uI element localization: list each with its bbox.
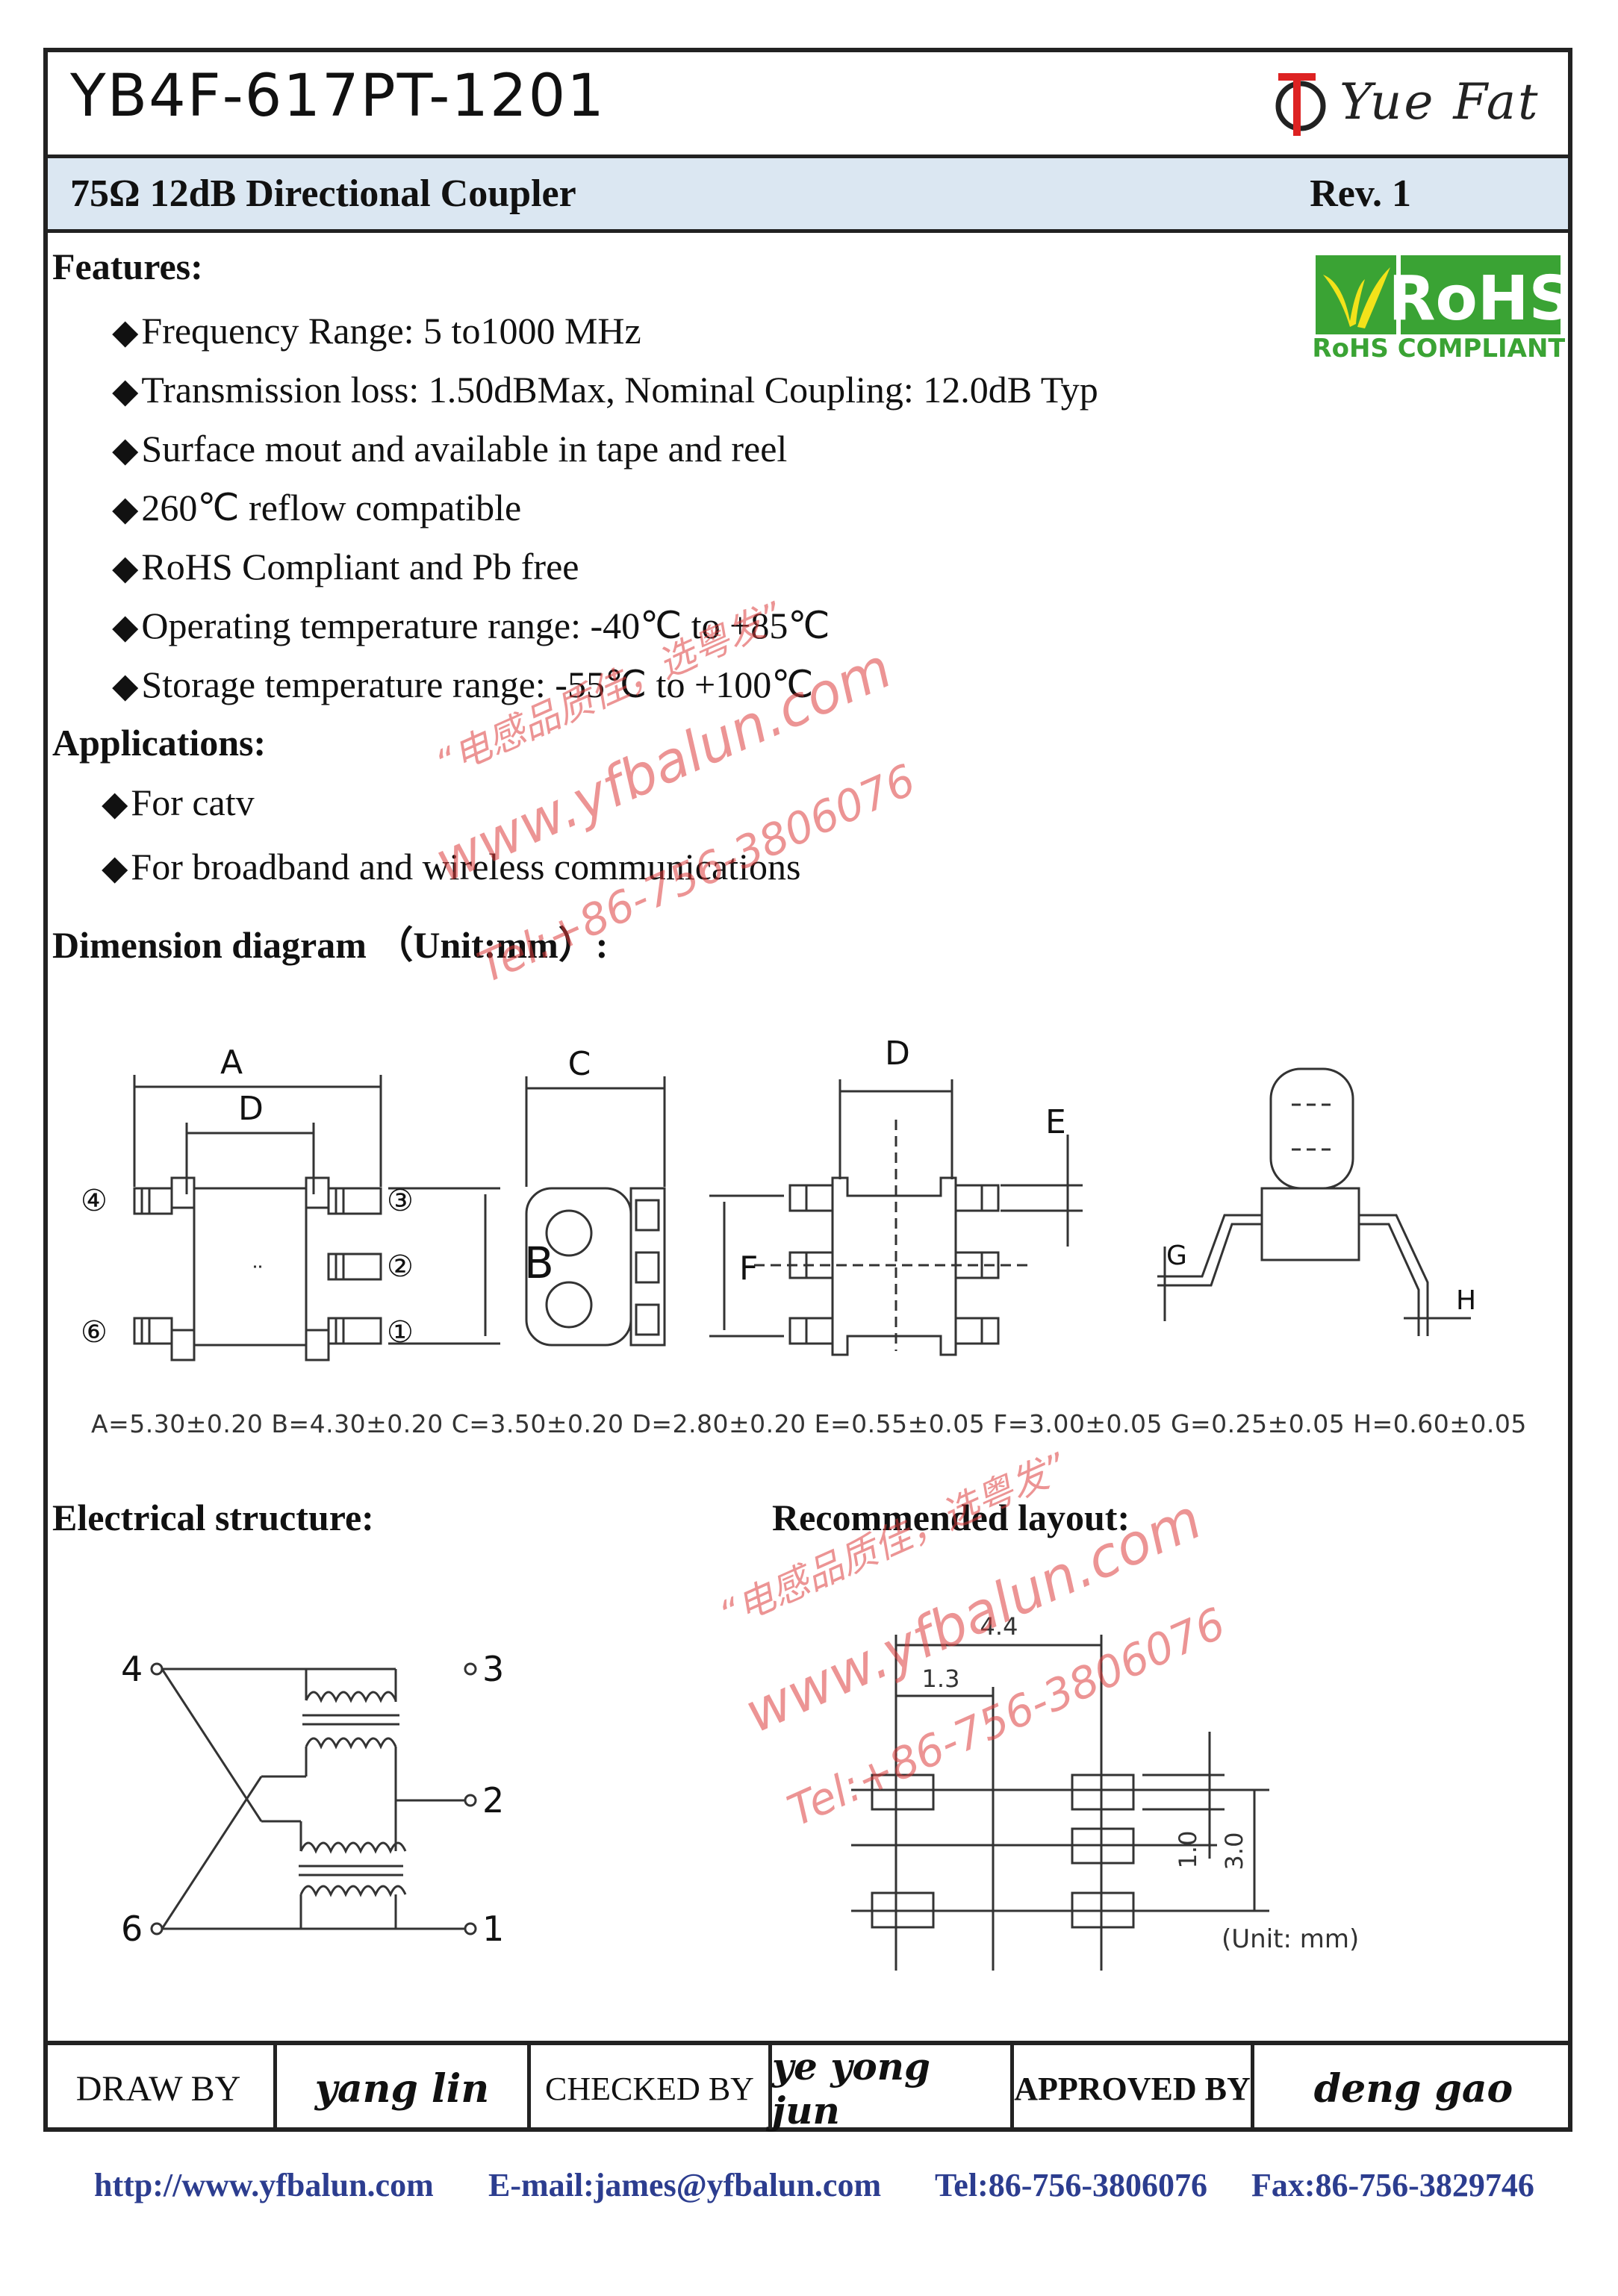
electrical-heading: Electrical structure: bbox=[52, 1497, 374, 1538]
telephone: Tel:86-756-3806076 bbox=[935, 2167, 1208, 2203]
schematic-pin-6: 6 bbox=[121, 1909, 143, 1949]
approved-by-label: APPROVED BY bbox=[1014, 2070, 1251, 2107]
revision: Rev. 1 bbox=[1310, 172, 1411, 215]
dim-label-f: F bbox=[739, 1250, 758, 1288]
dim-label-a: A bbox=[220, 1044, 243, 1082]
subtitle-bar: 75Ω 12dB Directional Coupler Rev. 1 bbox=[48, 158, 1568, 233]
layout-dim-3-0: 3.0 bbox=[1220, 1832, 1248, 1871]
checked-by-label-cell: CHECKED BY bbox=[531, 2045, 772, 2132]
dim-label-h: H bbox=[1456, 1285, 1476, 1316]
pin-label-2: ② bbox=[387, 1250, 414, 1284]
schematic-pin-4: 4 bbox=[121, 1649, 143, 1689]
draw-by-name: yang lin bbox=[314, 2065, 490, 2112]
dimension-diagram: A D B C D E F G H ④ ⑥ ③ ② ① bbox=[81, 1035, 1476, 1361]
approved-by-name: deng gao bbox=[1313, 2065, 1513, 2112]
electrical-schematic: 4 6 3 2 1 bbox=[121, 1649, 504, 1949]
title-block: YB4F-617PT-1201 Yue Fat bbox=[43, 48, 1572, 158]
schematic-pin-2: 2 bbox=[482, 1780, 504, 1821]
signoff-table: DRAW BY yang lin CHECKED BY ye yong jun … bbox=[43, 2041, 1572, 2133]
fax: Fax:86-756-3829746 bbox=[1251, 2167, 1534, 2203]
pcb-layout-diagram: 4.4 1.3 1.0 3.0 bbox=[851, 1612, 1269, 1971]
layout-unit-label: (Unit: mm) bbox=[1222, 1924, 1360, 1954]
yf-logo-icon bbox=[1275, 73, 1326, 136]
feature-item: ◆Storage temperature range: -55℃ to +100… bbox=[112, 664, 814, 705]
features-heading: Features: bbox=[52, 246, 203, 287]
pin-label-6: ⑥ bbox=[81, 1315, 108, 1350]
checked-by-name: ye yong jun bbox=[772, 2044, 930, 2133]
rohs-badge: RoHS RoHS COMPLIANT bbox=[1312, 252, 1573, 364]
dim-label-c: C bbox=[568, 1045, 591, 1083]
dim-label-d2: D bbox=[885, 1035, 910, 1073]
applications-heading: Applications: bbox=[52, 722, 267, 764]
part-number: YB4F-617PT-1201 bbox=[70, 63, 606, 130]
layout-heading: Recommended layout: bbox=[772, 1497, 1130, 1538]
dim-label-g: G bbox=[1166, 1241, 1187, 1271]
checked-by-label: CHECKED BY bbox=[545, 2070, 754, 2107]
page-frame bbox=[43, 48, 1572, 2132]
rohs-leaf-icon: RoHS RoHS COMPLIANT bbox=[1312, 255, 1573, 364]
dimension-values: A=5.30±0.20 B=4.30±0.20 C=3.50±0.20 D=2.… bbox=[91, 1409, 1527, 1438]
draw-by-label-cell: DRAW BY bbox=[43, 2045, 277, 2132]
pin-label-4: ④ bbox=[81, 1184, 108, 1218]
schematic-pin-3: 3 bbox=[482, 1649, 504, 1689]
application-item: ◆For broadband and wireless communicatio… bbox=[102, 846, 801, 887]
website-link[interactable]: http://www.yfbalun.com bbox=[94, 2167, 434, 2203]
feature-item: ◆RoHS Compliant and Pb free bbox=[112, 546, 579, 587]
brand-name: Yue Fat bbox=[1339, 73, 1540, 131]
layout-dim-1-0: 1.0 bbox=[1174, 1831, 1202, 1869]
rohs-mark: RoHS bbox=[1388, 263, 1565, 334]
product-description: 75Ω 12dB Directional Coupler bbox=[70, 172, 576, 215]
email-link[interactable]: E-mail:james@yfbalun.com bbox=[488, 2167, 882, 2203]
feature-item: ◆Surface mout and available in tape and … bbox=[112, 428, 788, 470]
feature-item: ◆Operating temperature range: -40℃ to +8… bbox=[112, 605, 830, 646]
dimension-heading: Dimension diagram （Unit:mm）: bbox=[52, 924, 609, 966]
layout-dim-4-4: 4.4 bbox=[980, 1612, 1018, 1641]
rohs-caption: RoHS COMPLIANT bbox=[1313, 334, 1565, 363]
checked-by-name-cell: ye yong jun bbox=[772, 2044, 1014, 2133]
application-item: ◆For catv bbox=[102, 782, 255, 823]
dim-label-b: B bbox=[524, 1238, 554, 1288]
pin-label-3: ③ bbox=[387, 1184, 414, 1218]
draw-by-name-cell: yang lin bbox=[277, 2045, 531, 2132]
pin-label-1: ① bbox=[387, 1315, 414, 1350]
draw-by-label: DRAW BY bbox=[75, 2068, 241, 2109]
brand-logo: Yue Fat bbox=[1268, 67, 1552, 142]
dim-label-e: E bbox=[1045, 1103, 1066, 1141]
approved-by-label-cell: APPROVED BY bbox=[1014, 2045, 1254, 2132]
feature-item: ◆260℃ reflow compatible bbox=[112, 487, 522, 528]
approved-by-name-cell: deng gao bbox=[1254, 2045, 1572, 2132]
feature-item: ◆Transmission loss: 1.50dBMax, Nominal C… bbox=[112, 369, 1098, 411]
feature-item: ◆Frequency Range: 5 to1000 MHz bbox=[112, 310, 641, 352]
layout-dim-1-3: 1.3 bbox=[922, 1665, 960, 1693]
schematic-pin-1: 1 bbox=[482, 1909, 504, 1949]
dim-label-d: D bbox=[238, 1090, 264, 1128]
